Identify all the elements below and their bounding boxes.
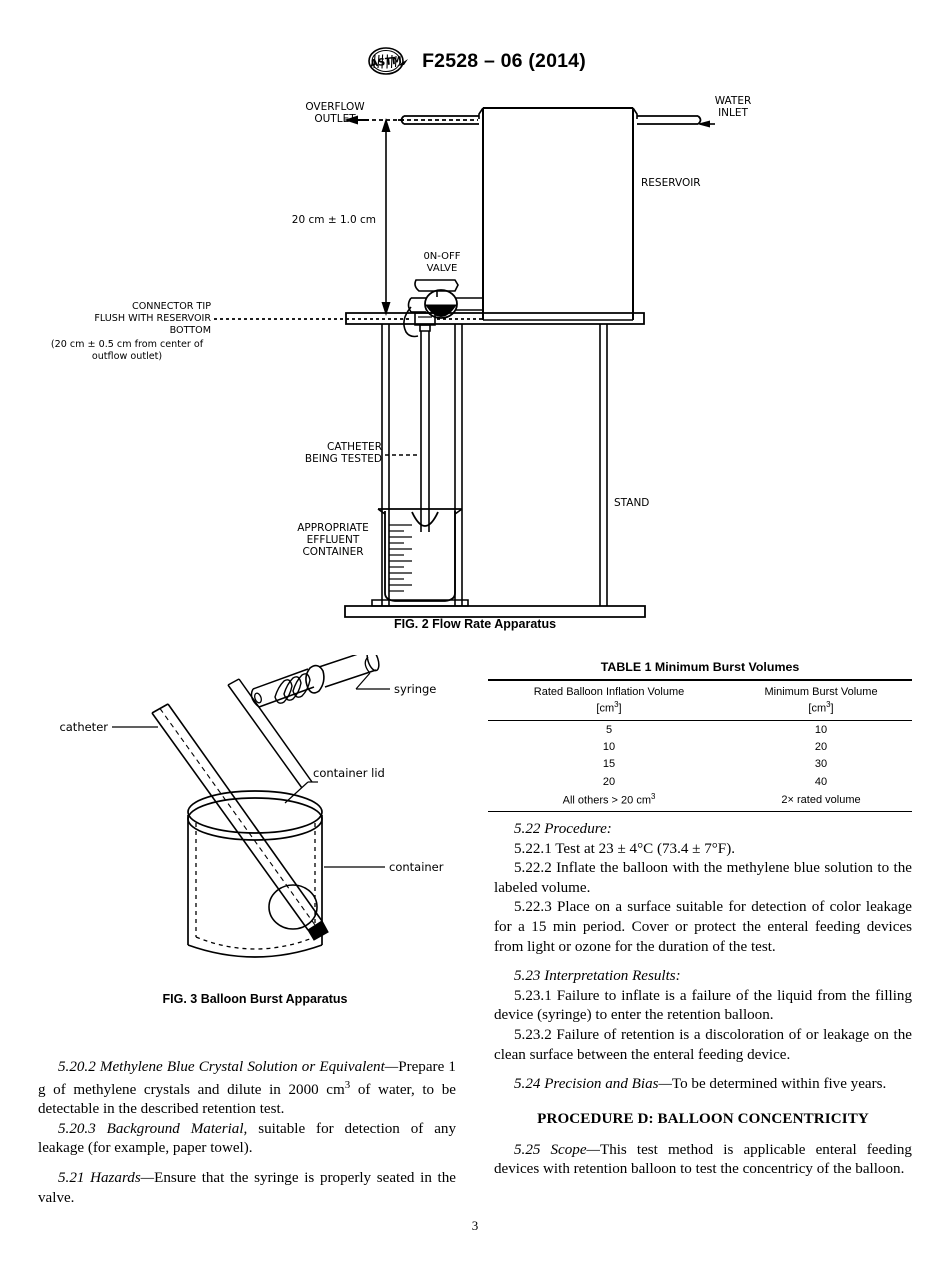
table-row: 15 30 <box>488 756 912 773</box>
paragraph-5-24-head: 5.24 Precision and Bias— <box>514 1076 672 1093</box>
paragraph-5-20-3: 5.20.3 Background Material, suitable for… <box>38 1120 456 1159</box>
table-cell-rated: 10 <box>602 740 616 753</box>
table-cell-rated: 15 <box>602 758 616 771</box>
table-cell-rated-sup: 3 <box>650 791 656 801</box>
left-text-column: 5.20.2 Methylene Blue Crystal Solution o… <box>38 1058 456 1208</box>
table-cell-burst: 30 <box>814 758 828 771</box>
fig2-label-valve-line2: VALVE <box>427 263 458 274</box>
right-text-column: 5.22 Procedure: 5.22.1 Test at 23 ± 4°C … <box>494 820 912 1180</box>
table-1-header-rated-unit-sup: 3 <box>614 699 619 709</box>
figure-2-caption: FIG. 2 Flow Rate Apparatus <box>393 617 557 631</box>
page-number: 3 <box>471 1218 479 1233</box>
fig2-label-dimension: 20 cm ± 1.0 cm <box>292 214 376 226</box>
table-cell-burst: 40 <box>814 775 828 788</box>
fig2-label-reservoir: RESERVOIR <box>641 177 701 189</box>
paragraph-5-23-2: 5.23.2 Failure of retention is a discolo… <box>494 1027 912 1063</box>
paragraph-5-22: 5.22 Procedure: <box>514 821 612 837</box>
paragraph-5-20-2-body-a: Prepare 1 g of methylene crystals and di… <box>38 1059 456 1098</box>
paragraph-5-22-1: 5.22.1 Test at 23 ± 4°C (73.4 ± 7°F). <box>514 840 736 857</box>
paragraph-5-24: 5.24 Precision and Bias—To be determined… <box>494 1075 912 1095</box>
table-row: 10 20 <box>488 738 912 755</box>
table-1-title: TABLE 1 Minimum Burst Volumes <box>600 660 800 674</box>
paragraph-5-25-head: 5.25 Scope— <box>514 1141 600 1158</box>
fig2-label-catheter-line1: CATHETER <box>327 441 382 453</box>
fig2-label-valve-line1: 0N-OFF <box>423 251 460 262</box>
table-row: 5 10 <box>488 721 912 739</box>
table-row: 20 40 <box>488 773 912 790</box>
table-cell-burst: 20 <box>814 740 828 753</box>
fig3-label-syringe: syringe <box>394 682 436 696</box>
paragraph-5-22-3: 5.22.3 Place on a surface suitable for d… <box>494 899 912 955</box>
fig2-label-water-inlet-line1: WATER <box>715 95 752 107</box>
fig2-label-connector-line3: BOTTOM <box>170 325 211 336</box>
table-cell-burst: 2× rated volume <box>730 790 912 812</box>
table-1-header-rated-volume: Rated Balloon Inflation Volume [cm3] <box>488 679 731 722</box>
procedure-d-heading: PROCEDURE D: BALLOON CONCENTRICITY <box>537 1110 869 1127</box>
fig3-label-container: container <box>389 860 444 874</box>
fig2-label-water-inlet-line2: INLET <box>718 107 748 119</box>
paragraph-5-20-3-head: 5.20.3 Background Material, <box>58 1120 248 1137</box>
fig2-label-effluent-line3: CONTAINER <box>302 546 363 558</box>
paragraph-5-22-2: 5.22.2 Inflate the balloon with the meth… <box>494 860 912 896</box>
paragraph-5-21: 5.21 Hazards—Ensure that the syringe is … <box>38 1169 456 1208</box>
fig2-label-overflow-outlet-line1: OVERFLOW <box>305 101 365 113</box>
table-1-minimum-burst-volumes: TABLE 1 Minimum Burst Volumes Rated Ball… <box>488 660 912 812</box>
table-cell-rated-prefix: All others > 20 cm <box>562 794 651 807</box>
svg-text:ASTM: ASTM <box>370 55 403 69</box>
table-cell-rated: 20 <box>602 775 616 788</box>
fig3-label-container-lid: container lid <box>313 766 385 780</box>
fig2-label-connector-line2: FLUSH WITH RESERVOIR <box>94 313 211 324</box>
paragraph-5-25-body: This test method is applicable enteral f… <box>494 1141 912 1178</box>
fig2-label-connector-note-line1: (20 cm ± 0.5 cm from center of <box>51 339 204 350</box>
astm-logo-icon: ASTM <box>364 46 412 76</box>
table-1-header-burst-volume: Minimum Burst Volume [cm3] <box>730 679 912 722</box>
fig2-label-connector-note-line2: outflow outlet) <box>92 351 162 362</box>
fig2-label-effluent-line1: APPROPRIATE <box>297 522 369 534</box>
table-1-header-burst-unit-sup: 3 <box>826 699 831 709</box>
table-cell-rated: All others > 20 cm3 <box>488 790 731 812</box>
table-1: Rated Balloon Inflation Volume [cm3] Min… <box>488 679 912 812</box>
paragraph-5-20-2: 5.20.2 Methylene Blue Crystal Solution o… <box>38 1058 456 1120</box>
fig2-label-catheter-line2: BEING TESTED <box>305 453 382 465</box>
paragraph-5-23: 5.23 Interpretation Results: <box>514 968 681 985</box>
table-row: All others > 20 cm3 2× rated volume <box>488 790 912 812</box>
table-1-header-burst-unit-suffix: ] <box>830 702 834 715</box>
paragraph-5-20-2-body-b: of water, to be detectable in the descri… <box>38 1081 456 1118</box>
paragraph-5-21-body: Ensure that the syringe is properly seat… <box>38 1170 456 1206</box>
fig3-label-catheter: catheter <box>59 720 108 734</box>
figure-3-balloon-burst-apparatus: catheter syringe container lid container… <box>40 648 470 1020</box>
table-cell-burst: 10 <box>814 723 828 736</box>
figure-3-caption: FIG. 3 Balloon Burst Apparatus <box>162 992 348 1006</box>
paragraph-5-24-body: To be determined within five years. <box>671 1076 887 1093</box>
paragraph-5-23-1: 5.23.1 Failure to inflate is a failure o… <box>494 987 912 1024</box>
table-1-header-rated-unit-suffix: ] <box>618 702 622 715</box>
paragraph-5-20-2-sup: 3 <box>344 1078 351 1091</box>
table-1-header-burst-volume-text: Minimum Burst Volume <box>764 686 878 698</box>
table-cell-rated: 5 <box>605 723 613 736</box>
fig2-label-connector-line1: CONNECTOR TIP <box>132 301 211 312</box>
fig2-label-effluent-line2: EFFLUENT <box>307 534 360 546</box>
table-1-header-rated-unit-prefix: [cm <box>596 702 615 715</box>
page-title: F2528 – 06 (2014) <box>422 49 586 72</box>
paragraph-5-20-3-body: suitable for detection of any leakage (f… <box>38 1120 456 1157</box>
figure-2-flow-rate-apparatus: OVERFLOW OUTLET WATER INLET RESERVOIR 20… <box>0 88 950 643</box>
fig2-label-stand: STAND <box>614 497 649 509</box>
table-1-header-rated-volume-text: Rated Balloon Inflation Volume <box>533 686 685 698</box>
table-1-header-burst-unit-prefix: [cm <box>808 702 827 715</box>
paragraph-5-21-head: 5.21 Hazards— <box>58 1170 155 1187</box>
fig2-label-overflow-outlet-line2: OUTLET <box>314 113 356 125</box>
paragraph-5-20-2-head: 5.20.2 Methylene Blue Crystal Solution o… <box>58 1059 399 1075</box>
paragraph-5-25: 5.25 Scope—This test method is applicabl… <box>494 1141 912 1180</box>
document-header: ASTM F2528 – 06 (2014) <box>0 44 950 78</box>
